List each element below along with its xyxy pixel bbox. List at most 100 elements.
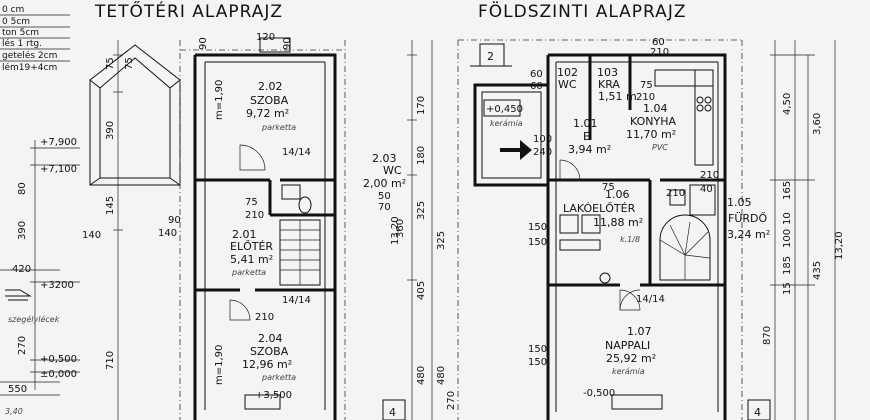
room-id: 2.03 [372, 152, 397, 165]
room-id: 102 [557, 66, 578, 79]
dim-label: 420 [12, 264, 31, 275]
room-id: 1.01 [573, 117, 598, 130]
dim-label: 165 [782, 181, 793, 200]
dim-label: 13,20 [390, 216, 401, 245]
section-marker-label: 2 [487, 50, 494, 63]
dim-label: 75 [245, 197, 258, 208]
dim-label: 90 [198, 37, 209, 50]
floor-note: parketta [261, 123, 296, 132]
dim-label: m=1,90 [214, 345, 225, 385]
dim-label: 210 [650, 47, 669, 58]
dim-label: 240 [533, 147, 552, 158]
room-id: 2.01 [232, 228, 257, 241]
room-name: SZOBA [250, 94, 289, 107]
section-marker: 4 [382, 399, 406, 420]
room-area: 25,92 m² [606, 352, 656, 365]
dim-label: 480 [436, 366, 447, 385]
dim-label: 140 [158, 228, 177, 239]
dim-label: 60 [530, 81, 543, 92]
dim-label: 270 [17, 336, 28, 355]
dim-label: 550 [8, 384, 27, 395]
dim-label: 480 [416, 366, 427, 385]
room-id: 2.02 [258, 80, 283, 93]
room-name: SZOBA [250, 345, 289, 358]
room-area: 5,41 m² [230, 253, 273, 266]
handwritten-note: 3,40 [5, 407, 23, 416]
level-label: +0,450 [486, 104, 523, 115]
legend-line: 0 cm [2, 5, 24, 15]
room-name: LAKÓELŐTÉR [563, 201, 636, 215]
dim-label: 390 [105, 121, 116, 140]
dim-label: 15 [782, 282, 793, 295]
room-name: KRA [598, 78, 620, 91]
dim-label: 145 [105, 196, 116, 215]
ground-plan: +0,450 kerámia [457, 37, 770, 420]
dim-label: 210 [245, 210, 264, 221]
room-id: 2.04 [258, 332, 283, 345]
dim-label: 710 [105, 351, 116, 370]
floor-note: kerámia [490, 119, 523, 128]
dim-label: 150 [528, 344, 547, 355]
section-marker-label: 4 [389, 406, 396, 419]
floor-note: parketta [231, 268, 266, 277]
floor-note: PVC [652, 143, 668, 152]
dim-label: 13,20 [834, 231, 845, 260]
room-id: 103 [597, 66, 618, 79]
dim-label: 210 [636, 92, 655, 103]
room-area: 3,94 m² [568, 143, 611, 156]
dim-label: 210 [666, 188, 685, 199]
dim-label: 75 [602, 182, 615, 193]
dim-label: 210 [255, 312, 274, 323]
room-id: 1.07 [627, 325, 652, 338]
dim-label: 14/14 [282, 295, 311, 306]
room-name: ELŐTÉR [230, 239, 273, 253]
legend-line: lés 1 rtg. [2, 38, 42, 49]
dim-label: 60 [530, 69, 543, 80]
level-label: +0,500 [40, 354, 77, 365]
dim-label: m=1,90 [214, 80, 225, 120]
dim-label: 75 [124, 57, 135, 70]
dim-label: 390 [17, 221, 28, 240]
floor-note: parketta [261, 373, 296, 382]
level-label: +7,100 [40, 164, 77, 175]
ground-plan-title: FÖLDSZINTI ALAPRAJZ [478, 0, 686, 22]
staircase [279, 219, 321, 286]
dim-label: 870 [762, 326, 773, 345]
legend-line: 0 5cm [2, 17, 30, 27]
room-name: WC [383, 164, 402, 177]
attic-plan: 120 90 90 75 2.02 SZOBA 9,72 m² parketta… [89, 32, 406, 420]
dim-label: 60 [652, 37, 665, 48]
dim-label: 80 [17, 182, 28, 195]
entrance-arrow-icon [500, 140, 532, 160]
handwritten-note: szegélylécek [8, 314, 60, 324]
room-area: 2,00 m² [363, 177, 406, 190]
level-marks: +7,900 +7,100 +3200 +0,500 ±0,000 szegél… [0, 137, 80, 416]
dim-label: 3,60 [812, 113, 823, 135]
dim-label: 180 [416, 146, 427, 165]
room-area: 11,70 m² [626, 128, 676, 141]
floor-note: kerámia [612, 367, 645, 376]
level-label: +7,900 [40, 137, 77, 148]
dimension-chain-right: 4,50 3,60 165 10 100 185 15 435 870 13,2… [762, 40, 845, 420]
room-name: FÜRDŐ [728, 211, 767, 225]
level-label: +3,500 [255, 390, 292, 401]
dim-label: 140 [82, 230, 101, 241]
level-label: ±0,000 [40, 369, 77, 380]
room-area: 1,51 m [598, 90, 637, 103]
room-name: KONYHA [630, 115, 676, 128]
room-name: E [583, 130, 590, 143]
room-area: 12,96 m² [242, 358, 292, 371]
legend-line: getelés 2cm [2, 50, 57, 61]
room-area: 11,88 m² [593, 216, 643, 229]
room-id: 1.05 [727, 196, 752, 209]
legend-line: ton 5cm [2, 28, 39, 38]
room-id: 1.06 [605, 188, 630, 201]
room-id: 1.04 [643, 102, 668, 115]
legend: 0 cm 0 5cm ton 5cm lés 1 rtg. getelés 2c… [0, 5, 70, 73]
dim-label: 185 [782, 256, 793, 275]
dim-label: 270 [446, 391, 457, 410]
room-area: 9,72 m² [246, 107, 289, 120]
dim-label: 100 [533, 134, 552, 145]
section-marker: 4 [747, 399, 771, 420]
